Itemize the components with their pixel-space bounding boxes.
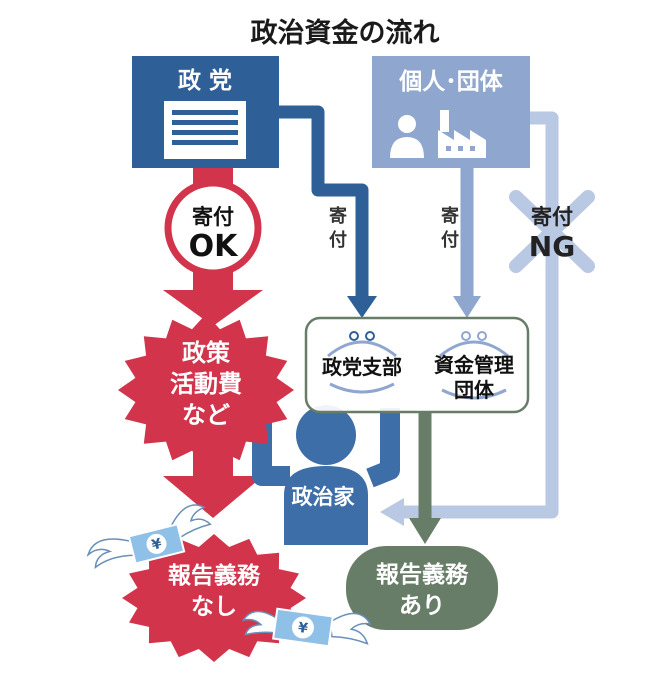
wing-icon <box>329 612 372 645</box>
arrow-head-to-politician <box>380 498 404 526</box>
individual-box: 個人･団体 <box>372 56 530 168</box>
party-label: 政 党 <box>178 68 232 94</box>
report-required-line2: あり <box>399 593 445 619</box>
donation-ok-line1: 寄付 <box>192 205 234 229</box>
politician-figure: 政治家 <box>252 405 400 545</box>
expenses-burst-shape <box>118 314 294 466</box>
flying-money-left: ¥ <box>86 504 212 570</box>
diagram-title: 政治資金の流れ <box>251 17 440 49</box>
politician-right-arm <box>366 408 400 488</box>
politician-head <box>296 405 356 465</box>
money-bill-icon: ¥ <box>272 607 334 648</box>
red-flow-arrow-1 <box>163 290 263 326</box>
donation-ng-line1: 寄付 <box>531 205 573 229</box>
money-bill-icon: ¥ <box>127 523 186 565</box>
purse-icon <box>439 331 509 400</box>
fund-group-label-line2: 団体 <box>454 378 495 402</box>
yen-symbol: ¥ <box>150 536 164 554</box>
party-branch-label: 政党支部 <box>322 355 402 379</box>
donation-ok-badge: 寄付 OK <box>164 179 262 277</box>
donation-to-branch-line1: 寄 <box>329 205 347 227</box>
flying-money-right: ¥ <box>241 607 372 648</box>
red-flow-arrow-2 <box>163 476 263 518</box>
policy-expenses-burst: 政策 活動費 など <box>118 314 294 466</box>
building-icon <box>164 101 246 159</box>
purse-icon <box>327 331 397 394</box>
donation-to-branch-line2: 付 <box>329 229 347 251</box>
report-required-box: 報告義務 あり <box>346 546 498 630</box>
wing-icon <box>169 504 212 540</box>
politician-label: 政治家 <box>292 485 356 509</box>
politician-body <box>284 466 368 545</box>
donation-ok-line2: OK <box>189 229 240 264</box>
donation-ng-badge: 寄付 NG <box>509 190 595 273</box>
expenses-line1: 政策 <box>182 339 231 367</box>
wing-icon <box>241 610 279 636</box>
report-none-line1: 報告義務 <box>168 562 261 589</box>
report-none-line2: なし <box>191 594 237 620</box>
individual-label: 個人･団体 <box>398 69 504 95</box>
party-box: 政 党 <box>132 56 279 168</box>
donation-to-fund-line1: 寄 <box>441 205 459 227</box>
donation-to-fund-line2: 付 <box>441 229 459 251</box>
donation-ng-line2: NG <box>529 230 575 263</box>
fund-group-label-line1: 資金管理 <box>434 353 514 377</box>
yen-symbol: ¥ <box>297 620 309 637</box>
report-required-line1: 報告義務 <box>376 561 469 588</box>
factory-icon <box>438 110 486 158</box>
recipients-box: 政党支部 資金管理 団体 <box>304 316 530 414</box>
person-icon <box>390 115 424 158</box>
flow-party-to-branch <box>277 105 369 300</box>
expenses-line3: など <box>182 401 230 429</box>
arrow-head-to-fund <box>453 296 481 318</box>
arrow-head-to-report-required <box>409 518 441 544</box>
cross-mark-icon <box>509 190 595 273</box>
wing-icon <box>86 538 137 570</box>
flow-individual-to-politician <box>400 111 559 519</box>
arrow-head-to-branch <box>347 296 377 318</box>
expenses-line2: 活動費 <box>170 370 242 398</box>
